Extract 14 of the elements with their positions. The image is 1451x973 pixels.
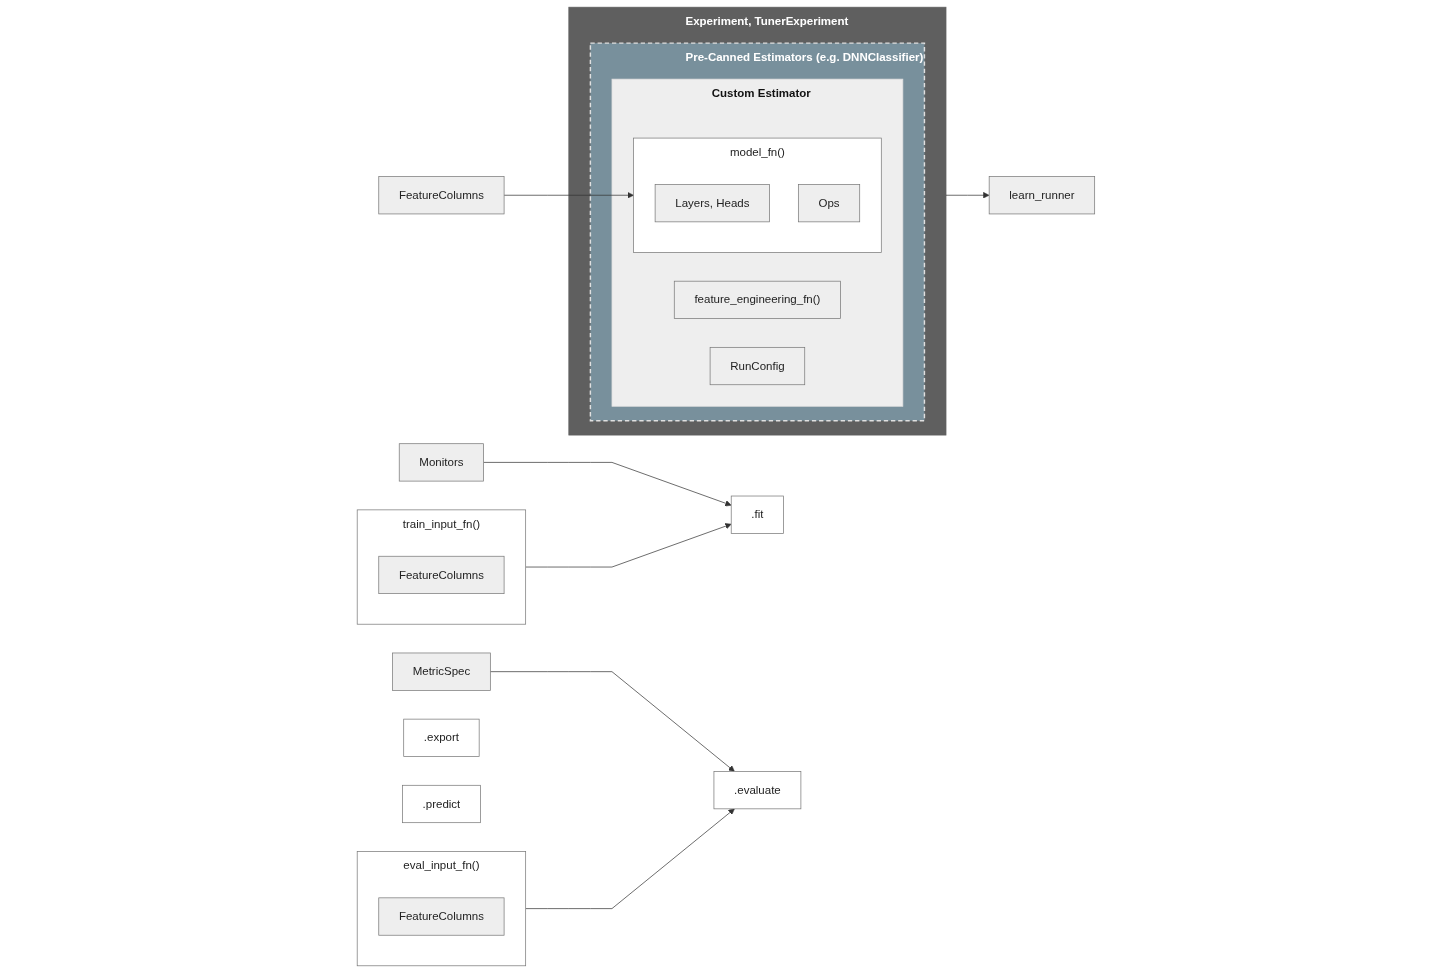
node-box: learn_runner [988, 176, 1095, 215]
node-box: .fit [730, 495, 784, 534]
node-box: MetricSpec [391, 652, 491, 691]
node-box: .export [402, 718, 480, 757]
node-box: Ops [797, 184, 860, 223]
node-box: .predict [401, 784, 481, 824]
node-box: RunConfig [709, 346, 805, 386]
node-box: FeatureColumns [377, 176, 505, 215]
node-box: .evaluate [713, 771, 801, 810]
node-box: FeatureColumns [377, 555, 505, 594]
node-box: feature_engineering_fn() [673, 280, 841, 319]
node-box: Monitors [398, 443, 484, 482]
node-box: FeatureColumns [377, 897, 505, 936]
node-box: Layers, Heads [654, 184, 770, 223]
